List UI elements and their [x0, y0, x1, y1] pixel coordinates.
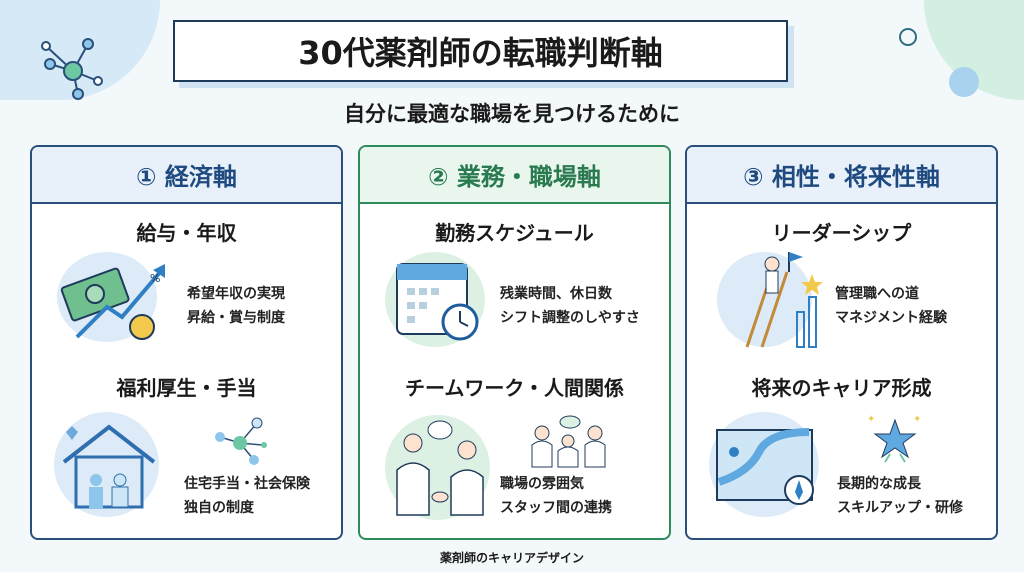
card-heading: ② 業務・職場軸 [360, 147, 669, 204]
star-icon: ✦✦ [867, 414, 921, 463]
desc-line: 職場の雰囲気 [500, 476, 584, 492]
molecule-icon [41, 38, 103, 100]
decor-blob [949, 67, 979, 97]
section-description: 住宅手当・社会保険独自の制度 [184, 472, 310, 520]
card-future: ③ 相性・将来性軸 リーダーシップ 管理職への道マネジメント経験 将来のキャリア… [685, 145, 998, 540]
svg-text:✦: ✦ [913, 414, 921, 425]
card-heading: ① 経済軸 [32, 147, 341, 204]
section-description: 管理職への道マネジメント経験 [835, 282, 947, 330]
ladder-leader-icon [717, 252, 823, 348]
team-icon [531, 415, 606, 468]
desc-line: 管理職への道 [835, 286, 919, 302]
desc-line: 昇給・賞与制度 [187, 310, 285, 326]
desc-line: 残業時間、休日数 [500, 286, 612, 302]
footer-caption: 薬剤師のキャリアデザイン [439, 551, 584, 565]
molecule-icon [215, 417, 267, 465]
section-title: 給与・年収 [136, 221, 237, 245]
desc-line: 住宅手当・社会保険 [184, 476, 310, 492]
section-title: 将来のキャリア形成 [751, 376, 932, 400]
handshake-team-icon [385, 415, 490, 520]
desc-line: 独自の制度 [184, 500, 254, 516]
desc-line: シフト調整のしやすさ [500, 310, 640, 326]
section-description: 職場の雰囲気スタッフ間の連携 [500, 472, 612, 520]
section-title: 福利厚生・手当 [116, 376, 257, 400]
section-description: 残業時間、休日数シフト調整のしやすさ [500, 282, 640, 330]
card-heading: ③ 相性・将来性軸 [687, 147, 996, 204]
calendar-clock-icon [385, 252, 485, 347]
section-description: 長期的な成長スキルアップ・研修 [837, 472, 963, 520]
desc-line: スタッフ間の連携 [500, 500, 612, 516]
card-economic: ① 経済軸 給与・年収 % 希望年収の実現昇給・賞与制度 福利厚生・手当 住宅手… [30, 145, 343, 540]
section-title: 勤務スケジュール [435, 221, 594, 245]
section-title: チームワーク・人間関係 [405, 376, 624, 400]
family-house-icon [54, 412, 159, 517]
page-title: 30代薬剤師の転職判断軸 [173, 20, 788, 82]
svg-text:%: % [150, 272, 160, 285]
money-chart-icon: % [57, 252, 165, 342]
desc-line: スキルアップ・研修 [837, 500, 963, 516]
desc-line: 希望年収の実現 [187, 286, 285, 302]
desc-line: 長期的な成長 [837, 476, 921, 492]
career-map-icon [709, 412, 819, 517]
section-description: 希望年収の実現昇給・賞与制度 [187, 282, 285, 330]
card-work: ② 業務・職場軸 勤務スケジュール 残業時間、休日数シフト調整のしやすさ チーム… [358, 145, 671, 540]
section-title: リーダーシップ [771, 221, 912, 245]
svg-text:✦: ✦ [867, 414, 875, 425]
desc-line: マネジメント経験 [835, 310, 947, 326]
decor-ring [899, 28, 917, 46]
page-subtitle: 自分に最適な職場を見つけるために [344, 102, 680, 126]
